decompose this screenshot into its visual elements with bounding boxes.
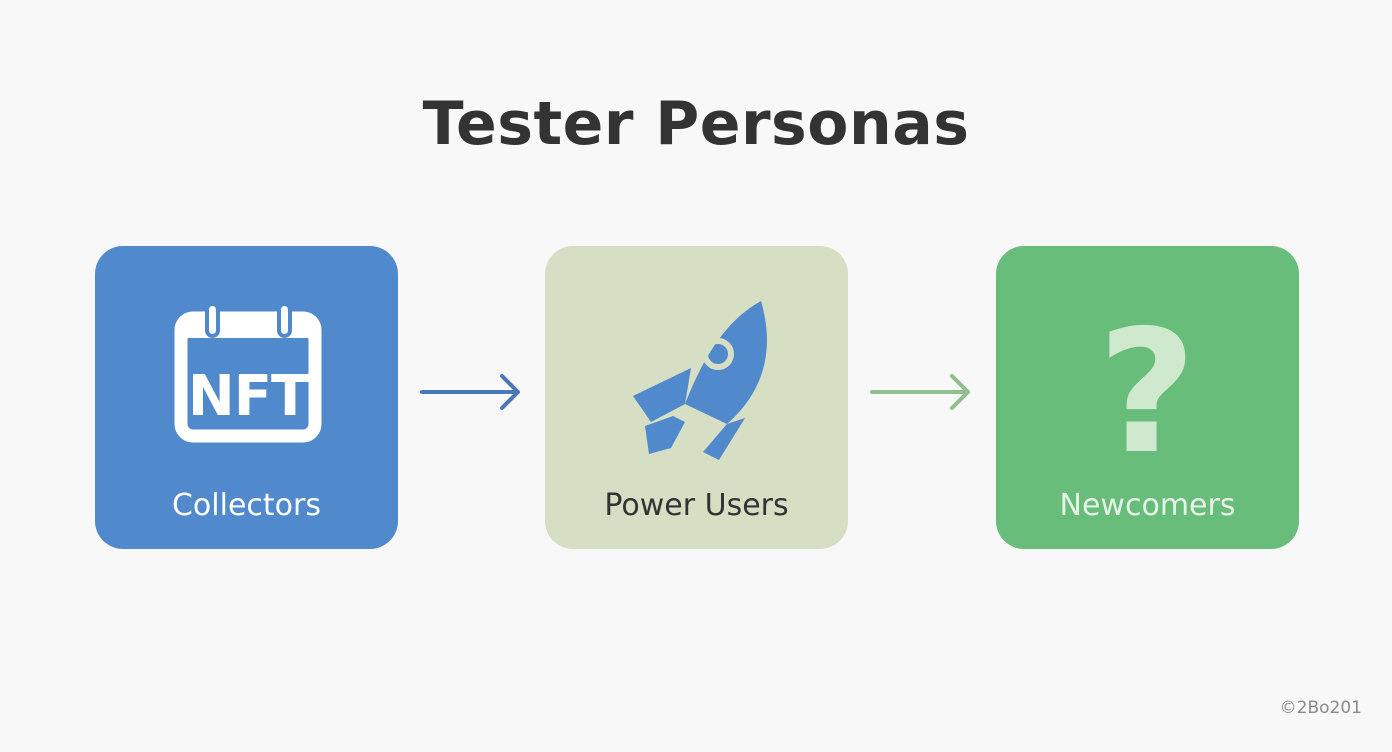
- card-newcomers: ? Newcomers: [996, 246, 1299, 549]
- nft-calendar-icon: NFT: [174, 302, 322, 443]
- card-label-power-users: Power Users: [604, 488, 789, 523]
- copyright-notice: ©2Bo201: [1279, 698, 1362, 718]
- card-collectors: NFT Collectors: [95, 246, 398, 549]
- card-label-newcomers: Newcomers: [1059, 488, 1236, 523]
- card-label-collectors: Collectors: [171, 488, 321, 523]
- card-power-users: Power Users: [545, 246, 848, 549]
- rocket-icon: [633, 301, 767, 460]
- arrow-right-icon: [870, 374, 970, 410]
- diagram-title: Tester Personas: [422, 89, 970, 159]
- question-mark-glyph: ?: [1098, 294, 1197, 486]
- question-mark-icon: ?: [1098, 294, 1197, 486]
- nft-icon-text: NFT: [188, 364, 309, 429]
- arrow-right-icon: [420, 374, 520, 410]
